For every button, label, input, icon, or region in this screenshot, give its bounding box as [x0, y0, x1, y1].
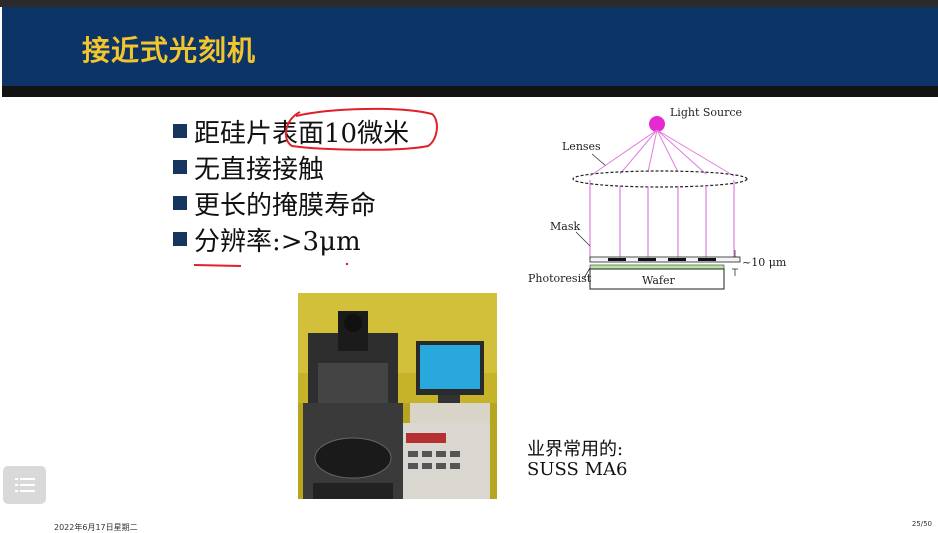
bullet-text: 距硅片表面10微米 — [194, 118, 410, 149]
light-source-icon — [649, 116, 665, 132]
bullet-square-icon — [173, 196, 187, 210]
annotation-circle — [284, 107, 438, 151]
bullet-square-icon — [173, 160, 187, 174]
annotation-dot — [345, 262, 349, 266]
label-wafer: Wafer — [642, 274, 675, 287]
bullet-square-icon — [173, 124, 187, 138]
caption-line-1: 业界常用的: — [527, 439, 624, 460]
label-mask: Mask — [550, 220, 580, 233]
label-gap: ~10 μm — [742, 256, 787, 269]
slide-title: 接近式光刻机 — [82, 34, 257, 67]
photoresist-layer — [589, 264, 725, 270]
label-light-source: Light Source — [670, 106, 742, 119]
annotation-underline — [193, 264, 242, 267]
bullet-text: 无直接接触 — [194, 154, 325, 185]
bullet-item: 距硅片表面10微米 — [173, 113, 409, 149]
label-lenses: Lenses — [562, 140, 601, 153]
header-divider — [2, 86, 938, 97]
footer-page-number: 25/50 — [911, 520, 932, 528]
bullet-item: 无直接接触 — [173, 149, 409, 185]
bullet-square-icon — [173, 232, 187, 246]
list-menu-icon — [14, 478, 35, 492]
caption-line-2: SUSS MA6 — [527, 459, 628, 480]
slide-menu-button[interactable] — [3, 466, 46, 504]
label-photoresist: Photoresist — [528, 272, 592, 285]
slide-header: 接近式光刻机 — [2, 7, 938, 86]
bullet-item: 分辨率:>3μm — [173, 221, 409, 257]
window-top-strip — [0, 0, 938, 7]
proximity-diagram: Light Source Lenses Mask Wafer Photoresi… — [528, 106, 787, 290]
mask-plate — [589, 256, 741, 263]
lens-shape — [572, 170, 748, 188]
bullet-item: 更长的掩膜寿命 — [173, 185, 409, 221]
wafer-block — [589, 268, 725, 290]
suss-ma6-photo — [298, 293, 497, 499]
bullet-text: 更长的掩膜寿命 — [194, 190, 377, 221]
footer-date: 2022年6月17日星期二 — [54, 523, 138, 532]
bullet-list: 距硅片表面10微米 无直接接触 更长的掩膜寿命 分辨率:>3μm — [173, 113, 409, 257]
caption: 业界常用的: SUSS MA6 — [527, 440, 627, 480]
bullet-text: 分辨率:>3μm — [194, 226, 361, 257]
